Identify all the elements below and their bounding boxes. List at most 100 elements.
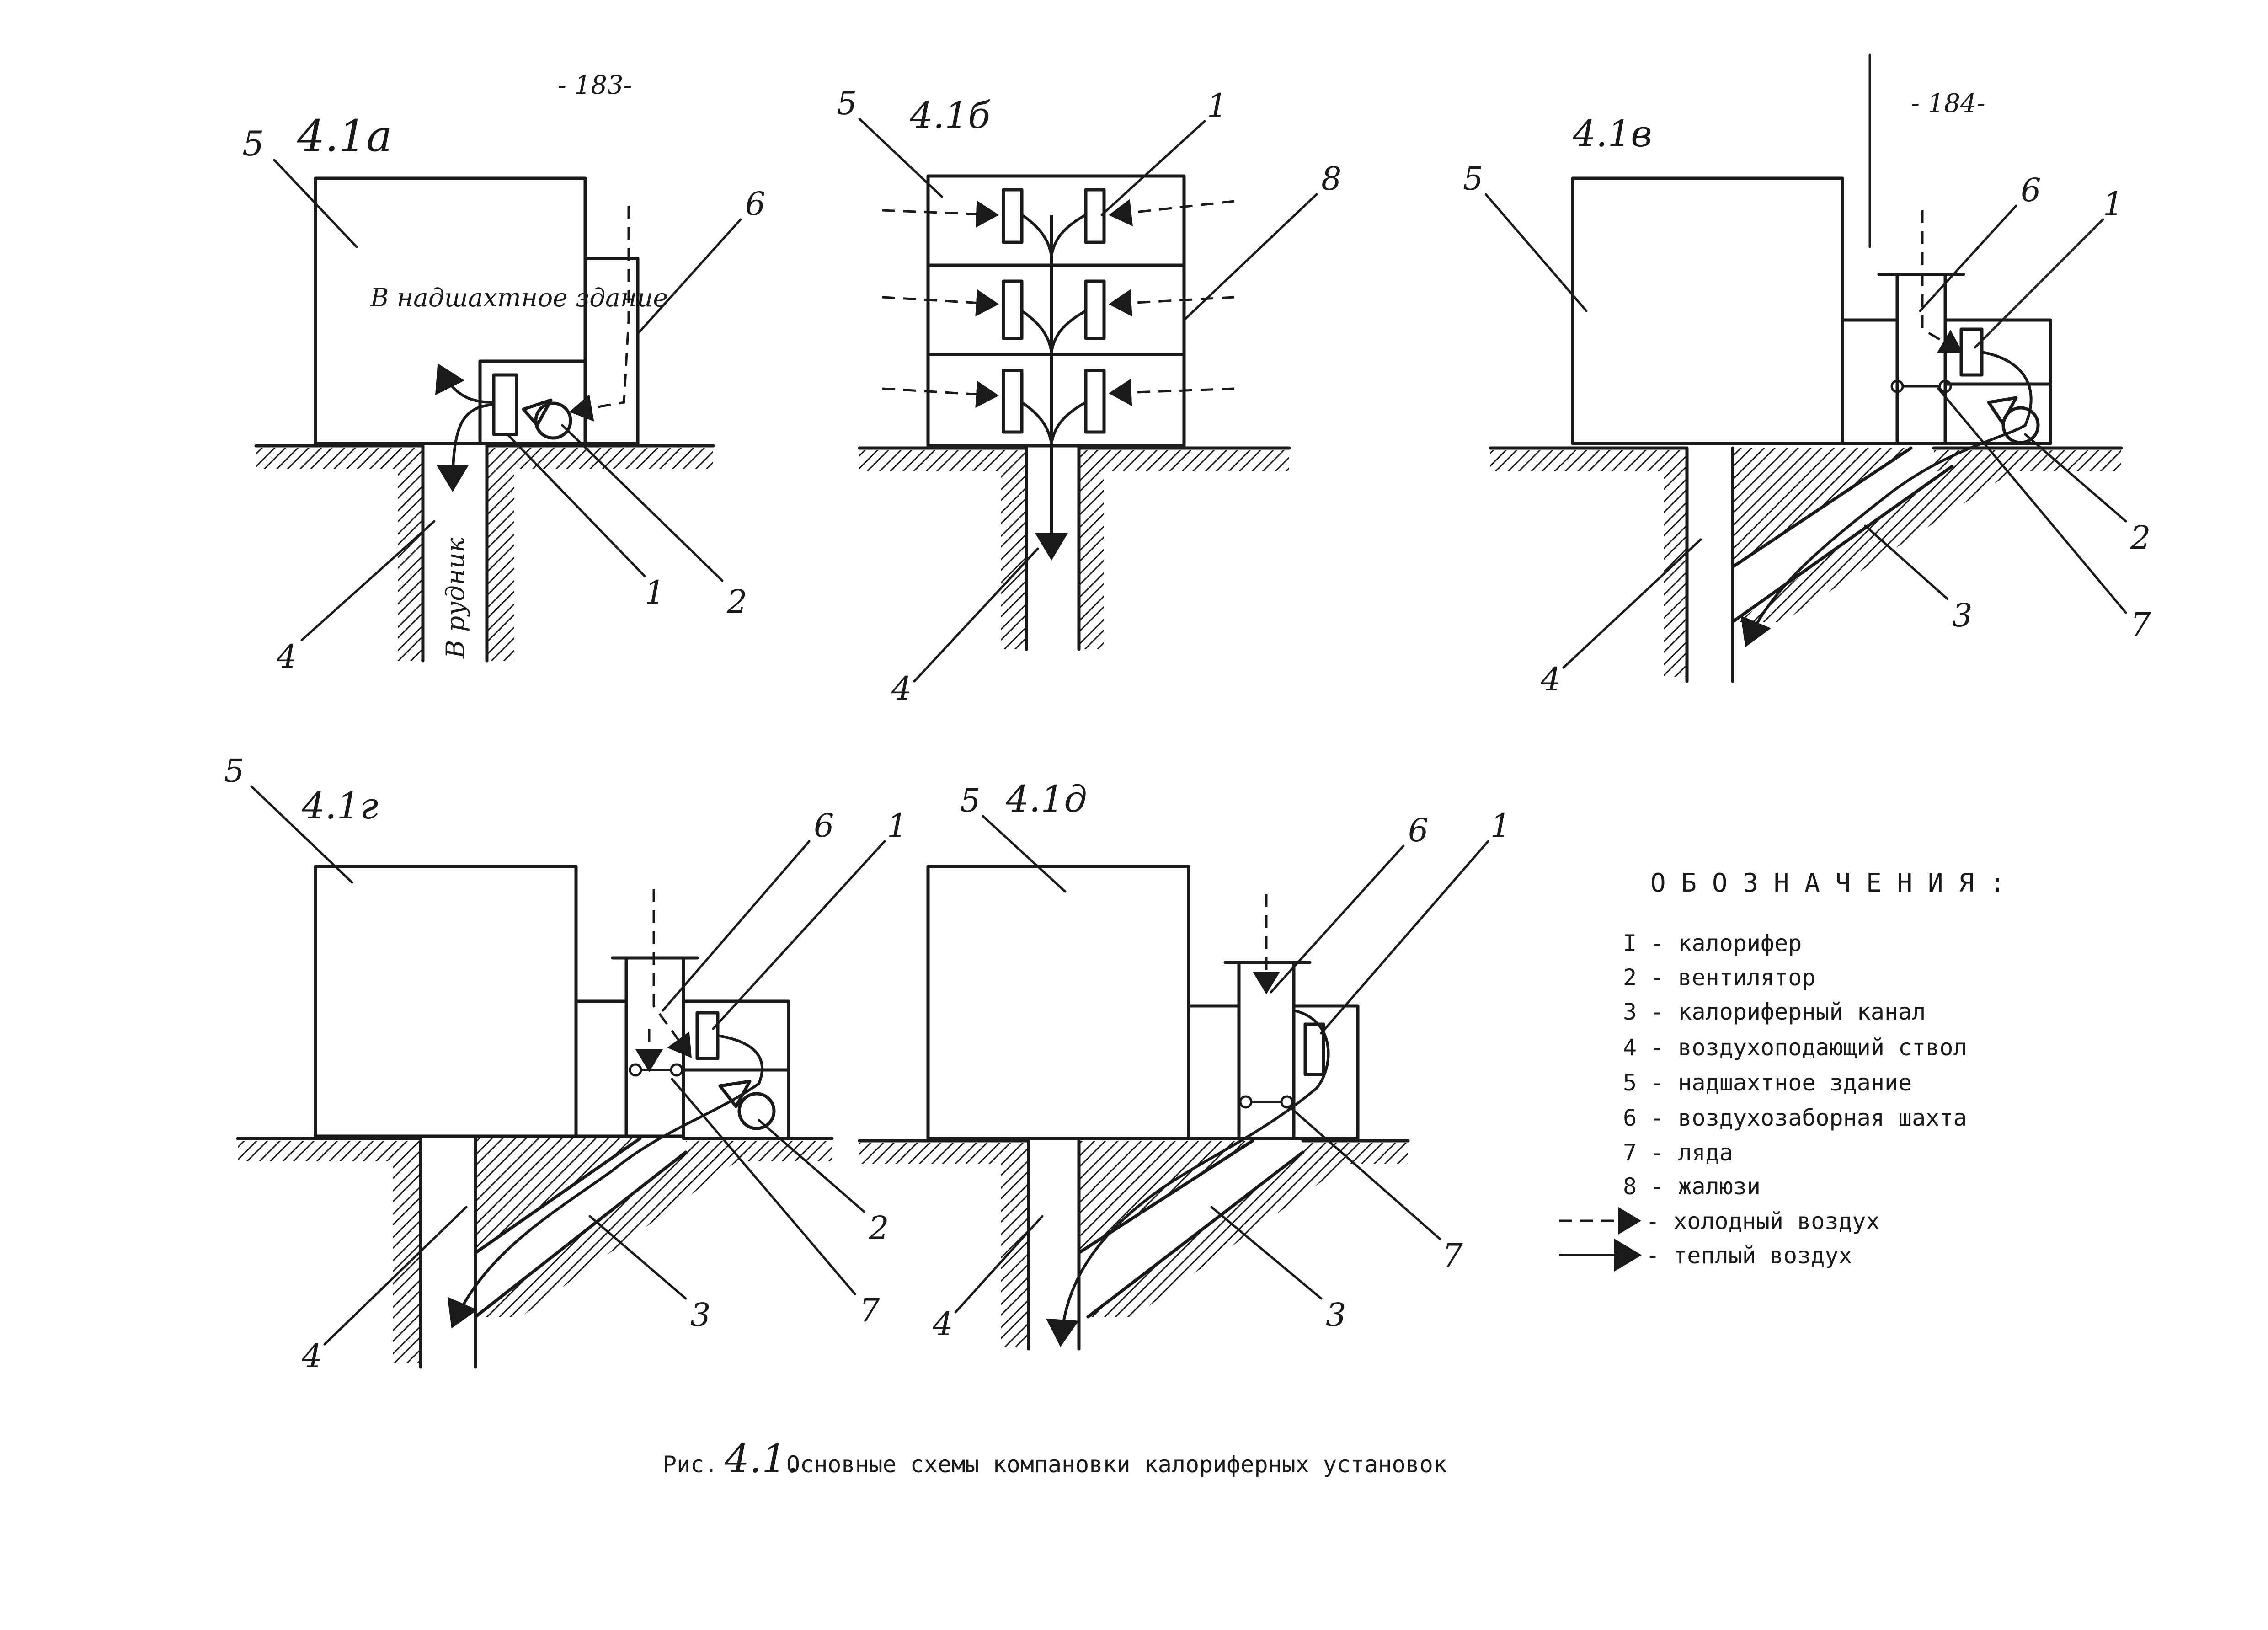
callout-8: 8 xyxy=(1321,160,1342,198)
channel-bottom-edge xyxy=(1086,1150,1305,1319)
leader-1 xyxy=(712,840,886,1030)
callout-7: 7 xyxy=(1442,1237,1463,1274)
leader-8 xyxy=(1183,193,1318,321)
fan-outlet xyxy=(1987,396,2018,425)
callout-7: 7 xyxy=(859,1292,880,1329)
legend-item: 6 - воздухозаборная шахта xyxy=(1623,1105,1967,1131)
leader-3 xyxy=(588,1215,687,1300)
leader-6 xyxy=(662,840,811,1012)
connector xyxy=(1187,1004,1241,1140)
legend-item: - холодный воздух xyxy=(1646,1208,1880,1235)
shaft-wall-left xyxy=(1664,471,1687,677)
callout-5: 5 xyxy=(224,752,245,790)
warm-air-join-1 xyxy=(1021,214,1053,257)
heater-2l xyxy=(1002,279,1024,340)
heater-1l xyxy=(1002,188,1024,244)
heater xyxy=(492,373,518,436)
leader-3 xyxy=(1210,1206,1323,1300)
page-number-left: - 183- xyxy=(558,70,632,100)
shaft-wall-right xyxy=(487,469,514,661)
leader-4 xyxy=(300,520,436,641)
leader-1 xyxy=(1974,218,2104,349)
warm-air-join-2 xyxy=(1050,214,1087,257)
callout-5: 5 xyxy=(1463,160,1484,198)
shaft-wall-right xyxy=(1079,471,1104,649)
leader-1 xyxy=(1100,120,1206,216)
panel-4-1d: 4.1д 5 6 1 3 7 4 xyxy=(858,778,1511,1351)
channel-top-edge xyxy=(1731,446,1913,569)
callout-2: 2 xyxy=(2130,519,2151,556)
warm-air-to-building xyxy=(435,363,494,404)
heater-3r xyxy=(1084,369,1106,434)
legend-item: - теплый воздух xyxy=(1646,1242,1852,1269)
warm-air-join-3 xyxy=(1021,310,1053,353)
shaft-wall-left xyxy=(1001,1164,1029,1347)
cold-air-right-1 xyxy=(1109,199,1235,226)
panel-label: 4.1б xyxy=(909,94,991,137)
channel-bottom-edge xyxy=(474,1150,688,1319)
cold-air-path xyxy=(569,206,630,422)
heater-3l xyxy=(1002,369,1024,434)
panel-4-1g: 4.1г 5 6 1 2 3 7 xyxy=(224,752,907,1375)
legend-title: О Б О З Н А Ч Е Н И Я : xyxy=(1650,868,2005,898)
warm-air-join-5 xyxy=(1021,401,1053,444)
legend-item: 5 - надшахтное здание xyxy=(1623,1069,1912,1096)
callout-6: 6 xyxy=(745,185,766,223)
panel-label: 4.1а xyxy=(297,111,392,161)
cold-air-right-3 xyxy=(1109,379,1235,406)
leader-6 xyxy=(636,218,742,335)
cold-air-right-2 xyxy=(1109,289,1235,317)
channel-top-edge xyxy=(1077,1139,1254,1255)
leader-7 xyxy=(671,1078,856,1295)
headframe-building xyxy=(926,865,1190,1140)
damper-pivot-left xyxy=(629,1063,642,1077)
callout-1: 1 xyxy=(1207,87,1227,124)
callout-4: 4 xyxy=(891,670,912,707)
callout-5: 5 xyxy=(242,123,264,164)
panel-4-1v: 4.1в 5 6 1 2 3 7 xyxy=(1463,53,2151,698)
ground-hatch-right xyxy=(487,448,713,469)
callout-5: 5 xyxy=(960,782,981,819)
leader-5 xyxy=(982,815,1067,893)
connector xyxy=(1841,318,1899,445)
heater-1r xyxy=(1084,188,1106,244)
callout-1: 1 xyxy=(1490,807,1511,844)
leader-3 xyxy=(1864,524,1949,600)
fan-outlet xyxy=(522,398,553,427)
headframe-building xyxy=(1571,176,1844,445)
cold-air-left-2 xyxy=(882,289,999,317)
callout-1: 1 xyxy=(645,574,665,611)
callout-2: 2 xyxy=(726,583,747,620)
warm-air-join-4 xyxy=(1050,310,1087,353)
channel-bottom-edge xyxy=(1731,465,1954,624)
heater-2r xyxy=(1084,279,1106,340)
leader-4 xyxy=(913,547,1039,683)
annotation-to-building: В надшахтное здание xyxy=(370,283,668,312)
ground-hatch-left xyxy=(859,450,1026,471)
warm-air-channel xyxy=(447,1034,764,1329)
shaft-wall-left xyxy=(393,1161,421,1363)
legend-item: I - калорифер xyxy=(1623,930,1802,957)
leader-7 xyxy=(1288,1105,1441,1240)
legend-item: 4 - воздухоподающий ствол xyxy=(1623,1034,1967,1061)
warm-air-join-6 xyxy=(1050,401,1087,444)
headframe-building xyxy=(314,865,578,1138)
heater xyxy=(1959,327,1984,377)
cold-air-left-1 xyxy=(882,200,999,228)
leader-4 xyxy=(323,1206,468,1346)
channel-lower-fill xyxy=(1737,466,2021,622)
callout-3: 3 xyxy=(1326,1296,1346,1334)
page-number-right: - 184- xyxy=(1911,89,1985,118)
legend-item: 7 - ляда xyxy=(1623,1139,1733,1166)
panel-label: 4.1в xyxy=(1572,112,1652,155)
connector xyxy=(574,999,628,1138)
panel-label: 4.1г xyxy=(301,785,379,827)
callout-4: 4 xyxy=(1540,661,1561,698)
legend-item: 3 - калориферный канал xyxy=(1623,999,1926,1025)
callout-5: 5 xyxy=(837,85,857,122)
leader-4 xyxy=(1562,538,1702,669)
callout-4: 4 xyxy=(932,1305,953,1343)
damper-pivot-left xyxy=(1239,1095,1253,1109)
legend: О Б О З Н А Ч Е Н И Я : I - калорифер 2 … xyxy=(1559,868,2005,1272)
